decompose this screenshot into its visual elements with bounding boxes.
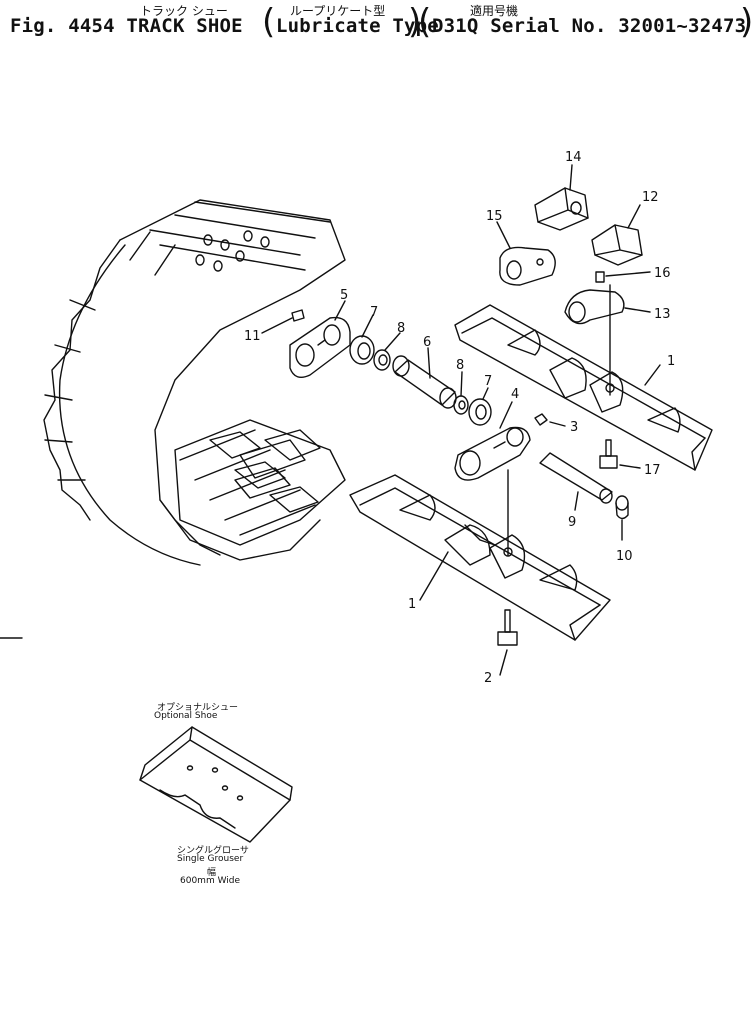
callout-1-upper: 1 xyxy=(667,354,675,369)
part-9-pin xyxy=(539,452,613,511)
callout-11: 11 xyxy=(244,329,261,344)
optional-shoe-en: Optional Shoe xyxy=(154,711,218,721)
part-12-block xyxy=(591,204,643,266)
track-assembly xyxy=(43,199,346,566)
callout-6: 6 xyxy=(423,335,431,350)
part-10-bushing xyxy=(615,495,629,541)
part-15-plate xyxy=(496,221,556,286)
callout-14: 14 xyxy=(565,150,582,165)
serial-label: D31Q Serial No. 32001~32473 xyxy=(432,15,747,37)
part-1-shoe-upper xyxy=(454,284,713,471)
callout-12: 12 xyxy=(642,190,659,205)
part-2-bolt xyxy=(497,609,518,676)
part-7-seal-right xyxy=(468,387,492,426)
callout-5: 5 xyxy=(340,288,348,303)
callout-labels: 1 1 2 3 4 5 6 7 7 8 8 9 10 11 12 13 14 1… xyxy=(244,150,675,686)
grouser-jp: シングルグローサ xyxy=(177,846,249,856)
callout-15: 15 xyxy=(486,209,503,224)
part-16-pin xyxy=(595,271,651,283)
part-14-block xyxy=(534,164,589,231)
part-4-link xyxy=(454,401,531,556)
type-label: Lubricate Type xyxy=(276,15,439,37)
callout-3: 3 xyxy=(570,420,578,435)
part-7-seal-left xyxy=(349,314,375,365)
paren-open-2: ( xyxy=(418,2,432,42)
grouser-width-jp: 幅 xyxy=(207,868,217,878)
figure-title: Fig. 4454 TRACK SHOE xyxy=(10,15,243,37)
grouser-en: Single Grouser xyxy=(177,854,244,864)
callout-9: 9 xyxy=(568,515,576,530)
optional-shoe-jp: オプショナルシュー xyxy=(157,703,239,713)
part-17-bolt xyxy=(599,439,641,469)
title-jp-track-shoe: トラック シュー xyxy=(140,4,228,18)
callout-4: 4 xyxy=(511,387,519,402)
part-8-ring-right xyxy=(453,371,469,415)
callout-7-right: 7 xyxy=(484,374,492,389)
title-jp-lube-type: ループリケート型 xyxy=(290,4,386,18)
part-1-shoe-lower xyxy=(349,474,611,641)
part-6-bushing xyxy=(392,347,457,409)
paren-close-1: ) xyxy=(408,2,422,42)
paren-open-1: ( xyxy=(262,2,276,42)
grouser-width-en: 600mm Wide xyxy=(180,876,241,886)
callout-7-left: 7 xyxy=(370,305,378,320)
paren-close-2: ) xyxy=(740,2,754,42)
part-8-ring-left xyxy=(373,332,401,371)
part-11-pin xyxy=(261,309,305,334)
callout-13: 13 xyxy=(654,307,671,322)
title-jp-applicable: 適用号機 xyxy=(470,4,519,18)
callout-8-left: 8 xyxy=(397,321,405,336)
part-13-guard xyxy=(564,289,651,325)
callout-16: 16 xyxy=(654,266,671,281)
callout-1-lower: 1 xyxy=(408,597,416,612)
callout-10: 10 xyxy=(616,549,633,564)
callout-2: 2 xyxy=(484,671,492,686)
callout-17: 17 xyxy=(644,463,661,478)
optional-shoe-drawing xyxy=(139,726,293,843)
callout-8-right: 8 xyxy=(456,358,464,373)
part-5-link xyxy=(289,300,351,378)
part-3-nut xyxy=(534,413,566,427)
